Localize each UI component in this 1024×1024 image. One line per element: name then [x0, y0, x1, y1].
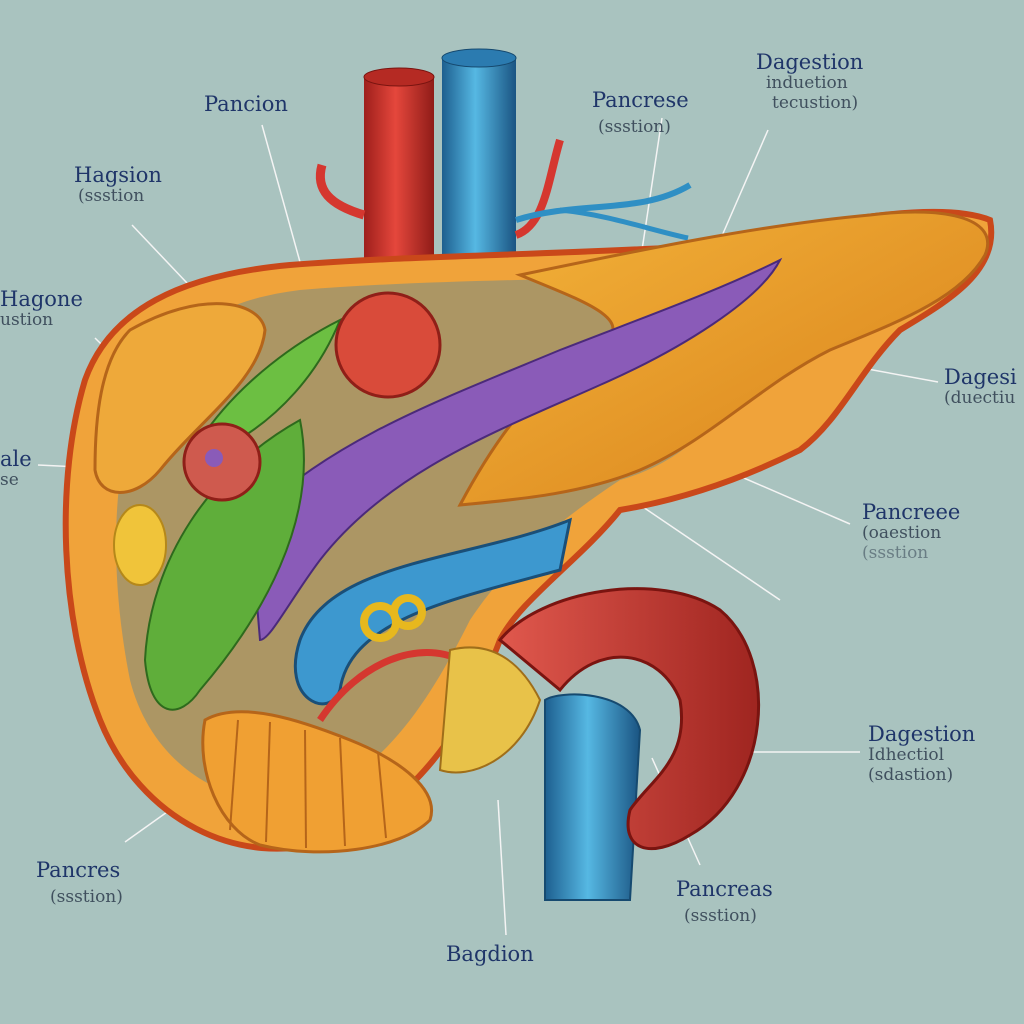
label-pancion: Pancion: [204, 92, 288, 116]
pointer-line: [861, 367, 939, 383]
intestine-loop: [497, 587, 761, 851]
green-leaf: [198, 317, 342, 452]
organ-body: [62, 208, 995, 854]
label-subtitle: (ssstion: [78, 186, 145, 207]
red-nodule: [334, 291, 442, 399]
artery-opening: [363, 67, 435, 87]
vein-trunk: [442, 56, 516, 266]
vein-opening: [441, 48, 517, 68]
yellow-gland: [113, 504, 167, 586]
label-subtitle: (ssstion): [684, 906, 757, 927]
label-hagone: Hagone ustion: [0, 287, 83, 331]
duct-band: [248, 257, 783, 642]
label-title: Dagestion: [868, 722, 976, 746]
label-subtitle: induetion: [766, 73, 848, 94]
pointer-line: [717, 129, 769, 246]
label-pancrese: Pancrese (ssstion): [592, 88, 689, 138]
label-title: Pancreee: [862, 500, 961, 524]
artery-trunk: [364, 75, 434, 275]
label-subtitle: (duectiu: [944, 388, 1016, 409]
label-title: Pancreas: [676, 877, 773, 901]
label-hagsion: Hagsion (ssstion: [74, 163, 162, 207]
vein-branch: [515, 182, 692, 223]
label-title: ale: [0, 447, 32, 471]
label-title: Dagestion: [756, 50, 864, 74]
label-pancreas: Pancreas (ssstion): [676, 877, 773, 927]
label-subtitle-2: (sdastion): [868, 764, 954, 785]
pointer-line: [261, 124, 301, 263]
nodule-center: [205, 449, 223, 467]
label-title: Dagesi: [944, 365, 1017, 389]
label-subtitle-2: (ssstion: [862, 542, 929, 563]
label-subtitle: ustion: [0, 310, 54, 331]
label-subtitle: (ssstion): [50, 887, 123, 908]
pointer-line: [639, 504, 781, 601]
blue-duct: [293, 517, 573, 706]
label-title: Hagsion: [74, 163, 162, 187]
label-pancres: Pancres (ssstion): [36, 858, 123, 908]
intestine-junction: [438, 646, 542, 774]
label-subtitle: (ssstion): [598, 117, 671, 138]
label-left-edge: ale se: [0, 447, 32, 491]
great-vessels: [315, 48, 692, 275]
label-title: Pancres: [36, 858, 121, 882]
label-pancreee: Pancreee (oaestion (ssstion: [862, 500, 960, 563]
vein-branch: [559, 207, 689, 241]
label-title: Bagdion: [446, 942, 534, 966]
label-dagestion-top: Dagestion induetion tecustion): [756, 50, 863, 113]
label-title: Pancion: [204, 92, 288, 116]
red-vessel: [317, 649, 462, 722]
artery-branch: [514, 138, 564, 239]
label-dagestion-right: Dagestion Idhectiol (sdastion): [868, 722, 975, 785]
label-subtitle-2: tecustion): [772, 92, 859, 113]
pointer-line: [729, 471, 851, 525]
label-bagdion: Bagdion: [446, 942, 534, 966]
blue-vessel-lower: [544, 693, 642, 901]
label-dagesi: Dagesi (duectiu: [944, 365, 1017, 409]
label-title: Hagone: [0, 287, 83, 311]
pancreas-head-segments: [229, 719, 387, 849]
artery-branch: [315, 163, 366, 220]
pancreas-head: [201, 710, 433, 854]
pointer-line: [497, 799, 507, 936]
left-lobe: [93, 302, 267, 494]
duodenum: [438, 587, 761, 901]
green-leaf: [143, 418, 305, 711]
label-subtitle: (oaestion: [862, 523, 942, 544]
label-subtitle: se: [0, 470, 19, 491]
yellow-ring: [390, 594, 426, 630]
label-title: Pancrese: [592, 88, 689, 112]
label-subtitle: Idhectiol: [868, 745, 945, 766]
